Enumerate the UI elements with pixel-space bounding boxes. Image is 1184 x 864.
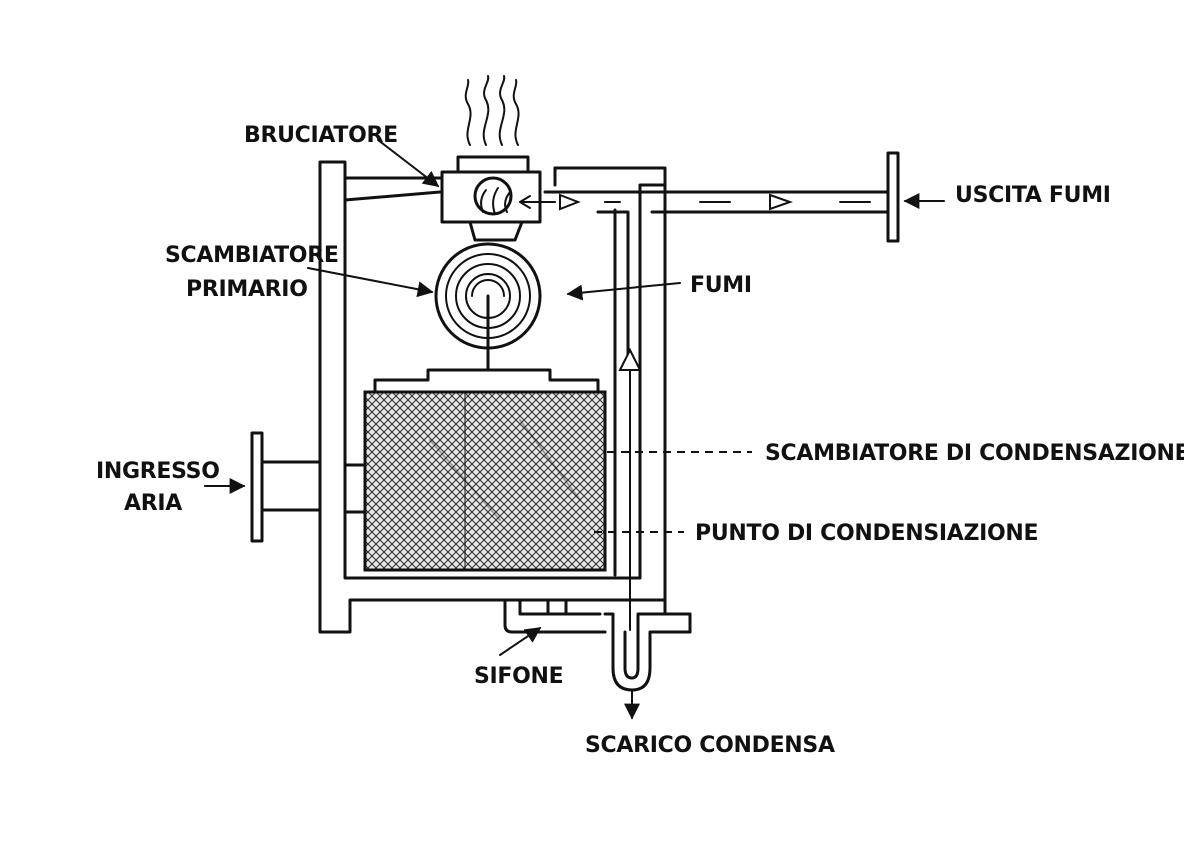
label-ingresso-aria-2: ARIA — [124, 491, 182, 516]
label-sifone: SIFONE — [474, 664, 563, 689]
condensing-heat-exchanger — [363, 368, 607, 572]
label-scarico-condensa: SCARICO CONDENSA — [585, 733, 835, 758]
primary-heat-exchanger — [434, 242, 542, 372]
air-intake-pipe — [250, 431, 367, 543]
label-scambiatore-condensazione: SCAMBIATORE DI CONDENSAZIONE — [765, 441, 1184, 466]
label-bruciatore: BRUCIATORE — [244, 123, 398, 148]
burner — [440, 155, 542, 242]
label-fumi: FUMI — [690, 273, 752, 298]
label-scambiatore-primario-2: PRIMARIO — [186, 277, 308, 302]
label-punto-condensazione: PUNTO DI CONDENSIAZIONE — [695, 521, 1038, 546]
label-scambiatore-primario-1: SCAMBIATORE — [165, 243, 339, 268]
flue-outlet-pipe — [519, 151, 900, 362]
heat-waves-icon — [464, 75, 520, 146]
label-uscita-fumi: USCITA FUMI — [955, 183, 1111, 208]
label-ingresso-aria-1: INGRESSO — [96, 459, 220, 484]
leader-lines — [204, 139, 945, 720]
flue-channel — [613, 208, 642, 631]
